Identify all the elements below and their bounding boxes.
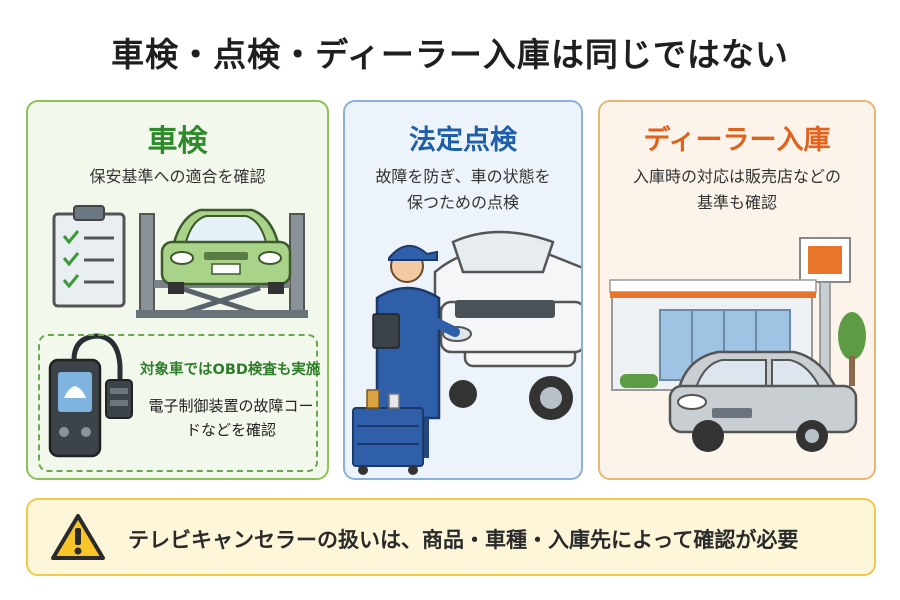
note-text: テレビキャンセラーの扱いは、商品・車種・入庫先によって確認が必要 [128, 528, 799, 552]
panel-title-shaken: 車検 [147, 124, 208, 159]
note-bar: テレビキャンセラーの扱いは、商品・車種・入庫先によって確認が必要 [26, 498, 876, 576]
panel-title-tenken: 法定点検 [409, 125, 517, 156]
panel-desc-dealer-line1: 入庫時の対応は販売店などの [632, 167, 841, 186]
green-car-icon [160, 208, 292, 294]
tenken-illustration [352, 230, 581, 475]
dealer-sign-icon [799, 237, 851, 393]
obd-heading: 対象車ではOBD検査も実施 [140, 362, 321, 378]
panel-desc-dealer-line2: 基準も確認 [696, 193, 777, 212]
page-title: 車検・点検・ディーラー入庫は同じではない [111, 35, 789, 74]
panel-desc-tenken: 故障を防ぎ、車の状態を 保つための点検 [345, 164, 581, 216]
obd-scanner-icon [48, 333, 133, 458]
tool-cart-icon [352, 389, 424, 475]
obd-description: 電子制御装置の故障コードなどを確認 [148, 397, 314, 439]
panel-shaken: 車検 保安基準への適合を確認 [26, 100, 329, 480]
panel-tenken: 法定点検 故障を防ぎ、車の状態を 保つための点検 [343, 100, 583, 480]
panel-title-dealer: ディーラー入庫 [643, 125, 831, 156]
white-car-icon [433, 230, 581, 420]
panel-desc-shaken: 保安基準への適合を確認 [89, 167, 266, 186]
panel-desc-dealer: 入庫時の対応は販売店などの 基準も確認 [600, 164, 874, 216]
warning-icon [51, 514, 105, 560]
panel-dealer: ディーラー入庫 入庫時の対応は販売店などの 基準も確認 [598, 100, 876, 480]
shaken-illustration [48, 205, 308, 458]
obd-info-box: 対象車ではOBD検査も実施 電子制御装置の故障コードなどを確認 [38, 334, 321, 472]
panel-desc-tenken-line1: 故障を防ぎ、車の状態を [375, 167, 551, 186]
clipboard-icon [52, 205, 126, 308]
dealer-illustration [609, 237, 866, 452]
silver-car-icon [668, 350, 858, 452]
tree-icon [838, 312, 866, 386]
panel-desc-tenken-line2: 保つための点検 [406, 193, 519, 212]
